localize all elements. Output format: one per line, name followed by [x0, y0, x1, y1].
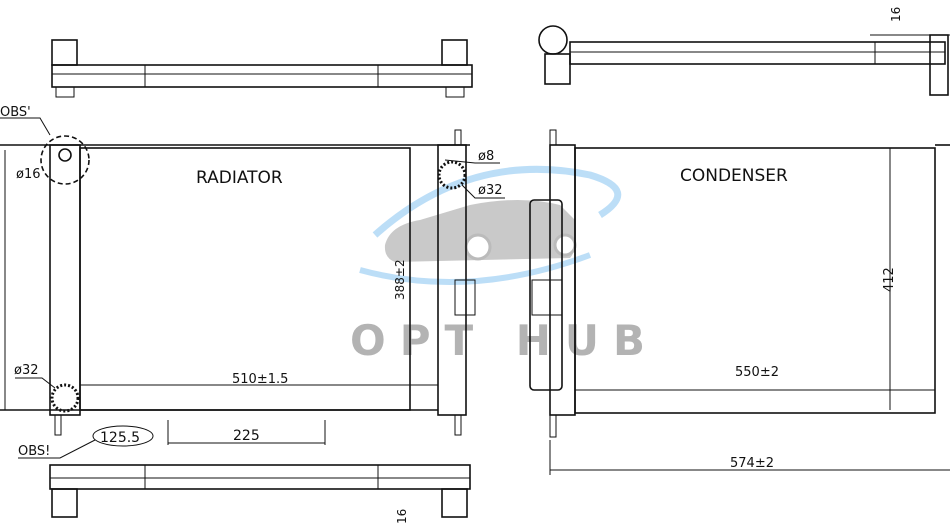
condenser-depth-dimension: 16	[889, 7, 903, 22]
radiator-top-view	[51, 39, 473, 98]
spacing-dimension: 225	[233, 428, 260, 444]
radiator-depth-dimension: 16	[395, 509, 409, 524]
condenser-core-width-dimension: 550±2	[735, 365, 779, 380]
offset-dimension: 125.5	[100, 430, 140, 446]
obs-top-label: OBS'	[0, 105, 31, 120]
radiator-bottom-view: 16	[49, 464, 471, 524]
condenser-front-view: CONDENSER 412 550±2 574±2	[529, 129, 950, 475]
radiator-width-dimension: 510±1.5	[232, 372, 288, 387]
right-port-diameter-label: ø32	[478, 183, 503, 198]
left-port-diameter-label: ø32	[14, 363, 39, 378]
car-silhouette-icon	[384, 200, 576, 262]
condenser-height-dimension: 412	[882, 267, 897, 292]
obs-bottom-label: OBS!	[18, 444, 50, 459]
small-diameter-label: ø8	[478, 149, 494, 164]
radiator-height-dimension: 388±2	[393, 259, 407, 300]
radiator-title: RADIATOR	[196, 168, 283, 188]
condenser-title: CONDENSER	[680, 166, 788, 186]
inlet-diameter-label: ø16	[16, 167, 41, 182]
watermark-text: OPT HUB	[350, 316, 659, 365]
condenser-top-view: 16	[538, 7, 950, 96]
radiator-front-view: OBS' ø16 ø8 ø32 ø32 RADIATOR 388±2 510±1…	[0, 105, 505, 459]
condenser-overall-width-dimension: 574±2	[730, 456, 774, 471]
